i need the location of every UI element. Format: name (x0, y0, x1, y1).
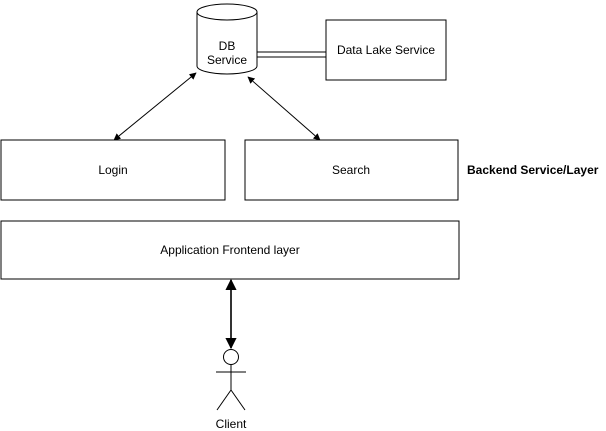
login-label: Login (98, 163, 127, 177)
client-actor: Client (216, 349, 247, 431)
backend-layer-annotation: Backend Service/Layer (467, 163, 599, 177)
db-search-arrow (247, 76, 321, 141)
data-lake-service-label: Data Lake Service (337, 43, 435, 57)
data-lake-service-node: Data Lake Service (325, 19, 447, 81)
db-service-node: DB Service (196, 3, 258, 75)
client-label: Client (216, 417, 247, 431)
db-service-label-line1: DB (219, 39, 236, 53)
db-login-arrow (113, 72, 197, 141)
actor-head-icon (223, 349, 239, 365)
search-label: Search (332, 163, 370, 177)
db-service-label-line2: Service (207, 53, 247, 67)
frontend-label: Application Frontend layer (160, 243, 299, 257)
search-node: Search (244, 139, 459, 201)
frontend-node: Application Frontend layer (0, 220, 460, 280)
login-node: Login (0, 139, 226, 201)
db-datalake-connector (257, 51, 326, 58)
